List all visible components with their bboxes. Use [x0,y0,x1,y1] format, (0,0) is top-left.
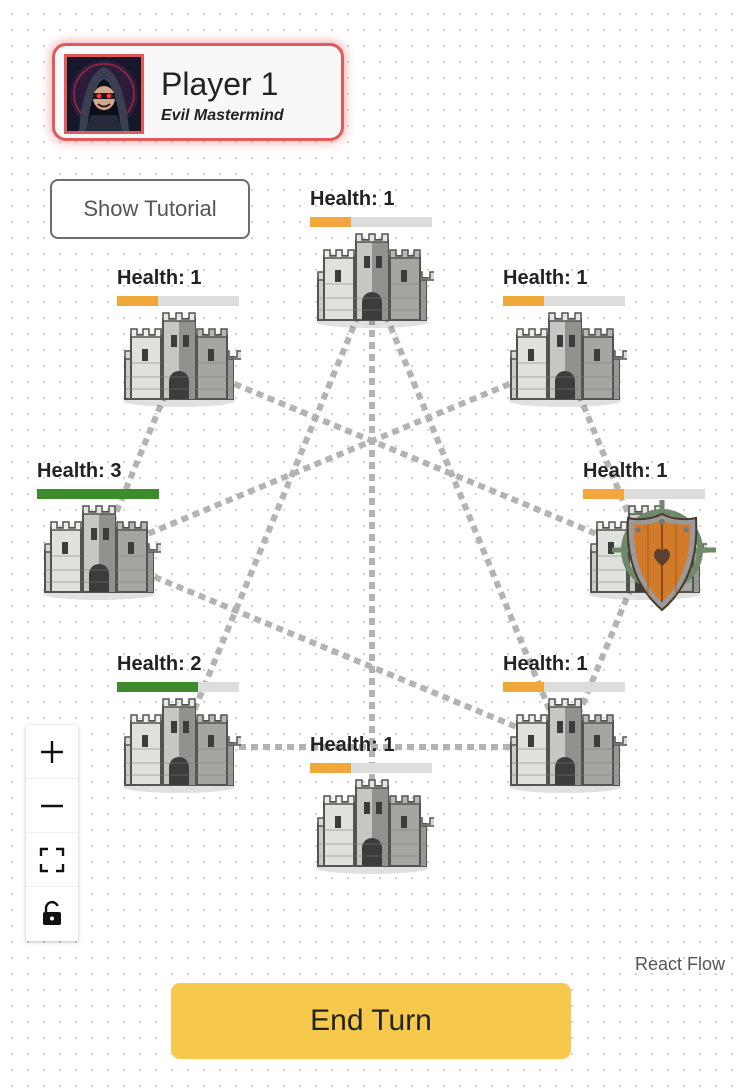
health-bar [37,489,159,499]
castle-node-upper-right[interactable]: Health: 1 [503,267,630,407]
player-role: Evil Mastermind [161,107,284,124]
health-bar-fill [37,489,159,499]
castle-health-label: Health: 1 [117,267,202,289]
lock-button[interactable] [26,887,78,941]
player-card: Player 1 Evil Mastermind [52,43,344,141]
health-bar [503,682,625,692]
health-bar-fill [583,489,624,499]
castle-icon [37,504,164,600]
health-bar-fill [310,217,351,227]
castle-icon [117,311,244,407]
minus-icon [41,804,63,807]
health-bar-fill [503,682,544,692]
fit-view-icon [39,847,65,872]
player-name: Player 1 [161,66,279,102]
castle-health-label: Health: 1 [503,267,588,289]
castle-link-left-lower-right [97,551,567,750]
health-bar [583,489,705,499]
castle-node-top[interactable]: Health: 1 [310,188,437,328]
castle-health-label: Health: 1 [310,734,395,756]
castle-node-lower-left[interactable]: Health: 2 [117,653,244,793]
castle-node-bottom[interactable]: Health: 1 [310,734,437,874]
castle-icon [503,311,630,407]
zoom-out-button[interactable] [26,779,78,833]
health-bar [117,296,239,306]
castle-health-label: Health: 3 [37,460,122,482]
castle-health-label: Health: 2 [117,653,202,675]
show-tutorial-button[interactable]: Show Tutorial [50,179,250,239]
end-turn-button[interactable]: End Turn [171,983,571,1059]
plus-icon [41,740,63,763]
health-bar-fill [503,296,544,306]
castle-health-label: Health: 1 [583,460,668,482]
react-flow-attribution[interactable]: React Flow [635,954,726,974]
castle-icon [310,232,437,328]
health-bar-fill [117,682,199,692]
lock-icon [43,901,61,925]
castle-icon [310,778,437,874]
hooded-villain-avatar-icon [64,54,144,134]
health-bar [117,682,239,692]
castle-node-lower-right[interactable]: Health: 1 [503,653,630,793]
zoom-in-button[interactable] [26,725,78,779]
castle-health-label: Health: 1 [503,653,588,675]
health-bar [310,763,432,773]
castle-node-upper-left[interactable]: Health: 1 [117,267,244,407]
health-bar-fill [117,296,158,306]
shield-target-icon [612,500,716,614]
castle-icon [503,697,630,793]
fit-view-button[interactable] [26,833,78,887]
health-bar [503,296,625,306]
castle-link-upper-left-right [177,358,647,557]
health-bar-fill [310,763,351,773]
castle-health-label: Health: 1 [310,188,395,210]
health-bar [310,217,432,227]
castle-link-upper-right-left [97,358,567,557]
castle-node-left[interactable]: Health: 3 [37,460,164,600]
flow-controls [26,725,78,941]
castle-icon [117,697,244,793]
